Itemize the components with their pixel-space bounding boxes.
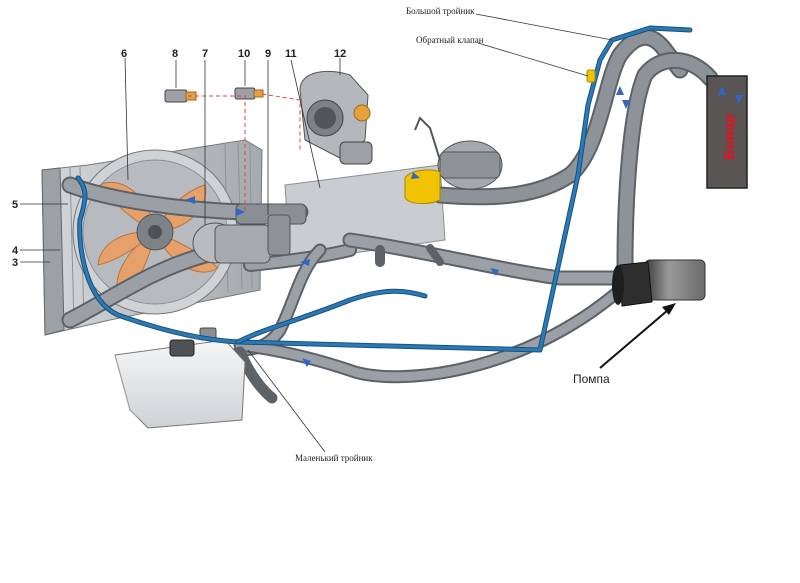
callout-numbers: 5 4 3 6 8 7 10 9 11 12 (12, 48, 346, 269)
check-valve-icon (586, 69, 596, 83)
flow-arrows (185, 86, 743, 367)
sensor-icon (234, 87, 264, 100)
heater-pump (404, 116, 503, 204)
callout-5: 5 (12, 199, 18, 211)
added-blue-line (75, 25, 693, 353)
callout-10: 10 (238, 48, 250, 60)
callout-9: 9 (265, 48, 271, 60)
callout-7: 7 (202, 48, 208, 60)
pump-icon (612, 259, 706, 307)
dashed-guides (188, 93, 301, 210)
leader-lines (20, 13, 613, 453)
caption-small-tee: Маленький тройник (295, 453, 373, 463)
heater-label: Бинар (721, 114, 738, 160)
heater-icon: Бинар (706, 75, 748, 189)
callout-3: 3 (12, 257, 18, 269)
caption-check-valve: Обратный клапан (416, 35, 484, 45)
callout-8: 8 (172, 48, 178, 60)
thermostat-icon (192, 203, 307, 264)
caption-big-tee: Большой тройник (406, 6, 475, 16)
callout-4: 4 (12, 245, 19, 257)
captions: Большой тройник Обратный клапан Маленьки… (295, 6, 610, 463)
pump-pointer-arrow (599, 303, 676, 369)
callout-11: 11 (285, 48, 297, 60)
throttle-body-icon (299, 70, 373, 165)
caption-pump: Помпа (573, 372, 610, 386)
callout-12: 12 (334, 48, 346, 60)
callout-6: 6 (121, 48, 127, 60)
